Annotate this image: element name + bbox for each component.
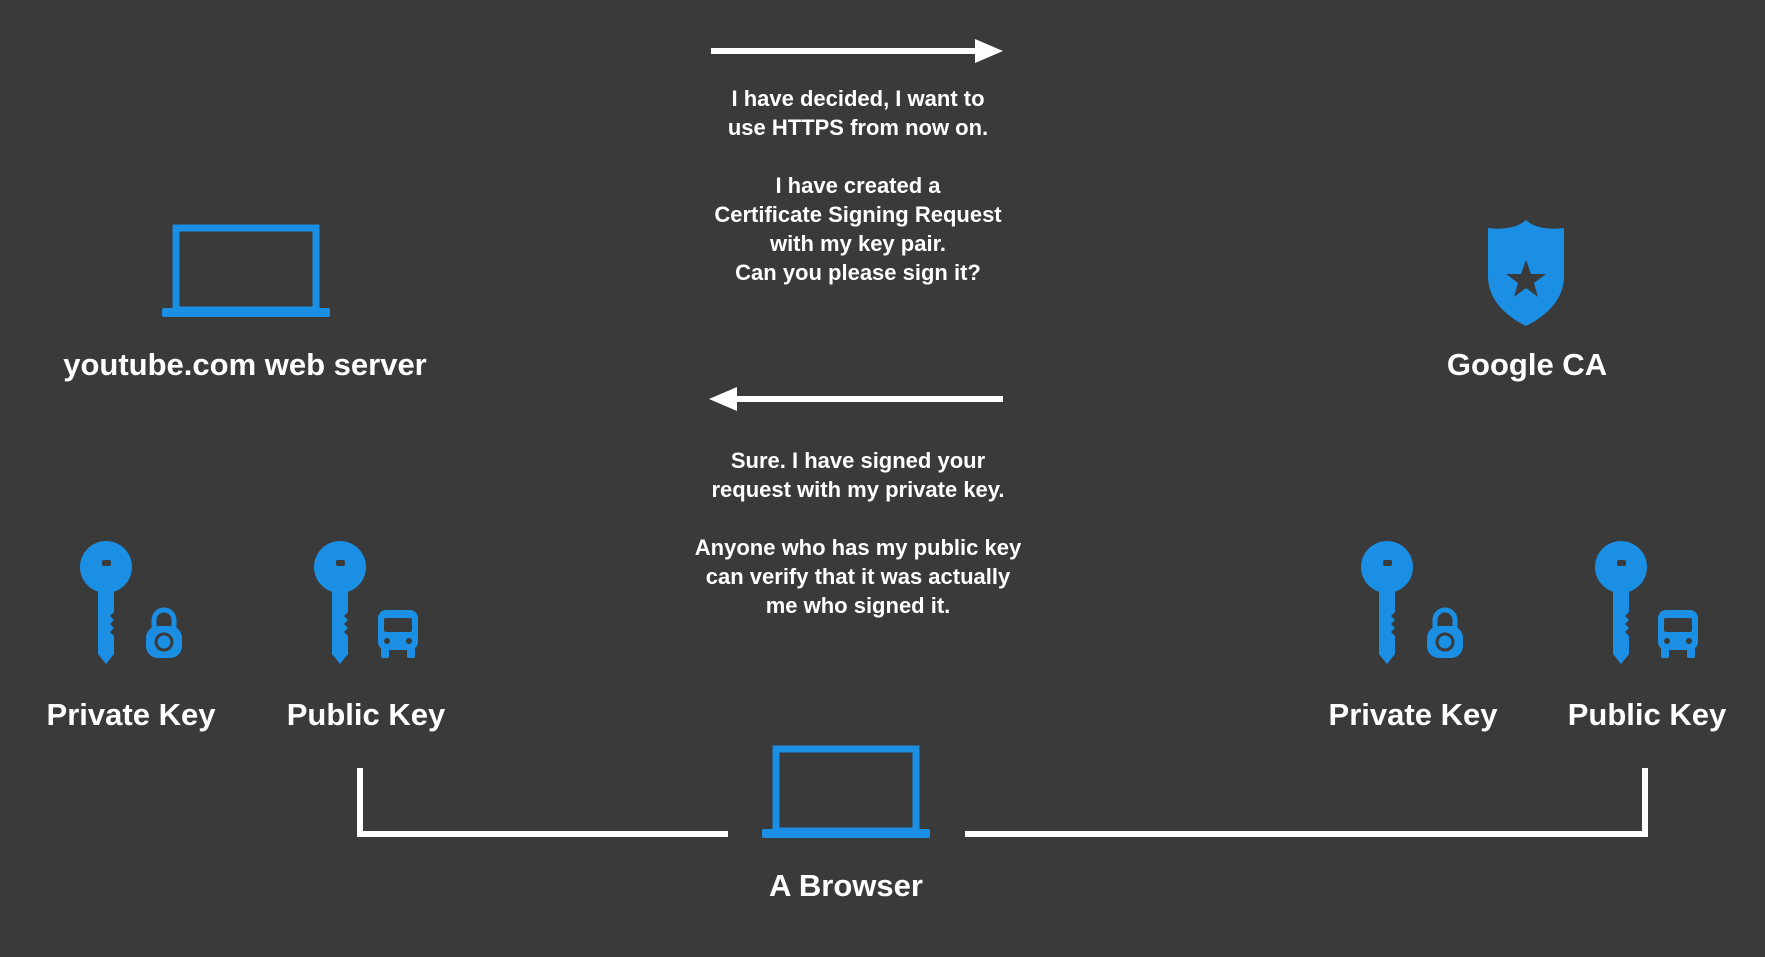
server-bus-icon xyxy=(378,610,418,658)
response-line-3: Anyone who has my public key xyxy=(694,535,1022,560)
police-badge-icon xyxy=(1488,220,1564,326)
server-public-key-icon xyxy=(314,541,366,664)
server-public-key-label: Public Key xyxy=(286,697,446,732)
response-line-1: Sure. I have signed your xyxy=(730,448,986,473)
response-line-2: request with my private key. xyxy=(711,477,1005,502)
request-message: I have decided, I want to use HTTPS from… xyxy=(648,84,1068,287)
ca-padlock-icon xyxy=(1427,607,1463,658)
server-padlock-icon xyxy=(146,607,182,658)
ca-public-key-label: Public Key xyxy=(1567,697,1727,732)
request-line-2: use HTTPS from now on. xyxy=(727,115,989,140)
right-connector-line xyxy=(965,768,1648,837)
request-line-3: I have created a xyxy=(775,173,941,198)
response-message: Sure. I have signed your request with my… xyxy=(648,446,1068,620)
ca-bus-icon xyxy=(1658,610,1698,658)
request-line-4: Certificate Signing Request xyxy=(714,202,1002,227)
browser-label: A Browser xyxy=(769,868,923,903)
request-line-6: Can you please sign it? xyxy=(735,260,981,285)
server-private-key-icon xyxy=(80,541,132,664)
request-line-5: with my key pair. xyxy=(769,231,947,256)
left-connector-line xyxy=(357,768,728,837)
server-label: youtube.com web server xyxy=(63,347,427,382)
ca-private-key-label: Private Key xyxy=(1328,697,1498,732)
response-line-4: can verify that it was actually xyxy=(705,564,1011,589)
server-laptop-icon xyxy=(162,224,330,317)
server-private-key-label: Private Key xyxy=(46,697,216,732)
browser-laptop-icon xyxy=(762,745,930,838)
ca-private-key-icon xyxy=(1361,541,1413,664)
request-line-1: I have decided, I want to xyxy=(731,86,985,111)
ca-label: Google CA xyxy=(1446,347,1608,382)
response-line-5: me who signed it. xyxy=(765,593,951,618)
ca-public-key-icon xyxy=(1595,541,1647,664)
response-arrow xyxy=(709,387,1003,411)
request-arrow xyxy=(711,39,1003,63)
